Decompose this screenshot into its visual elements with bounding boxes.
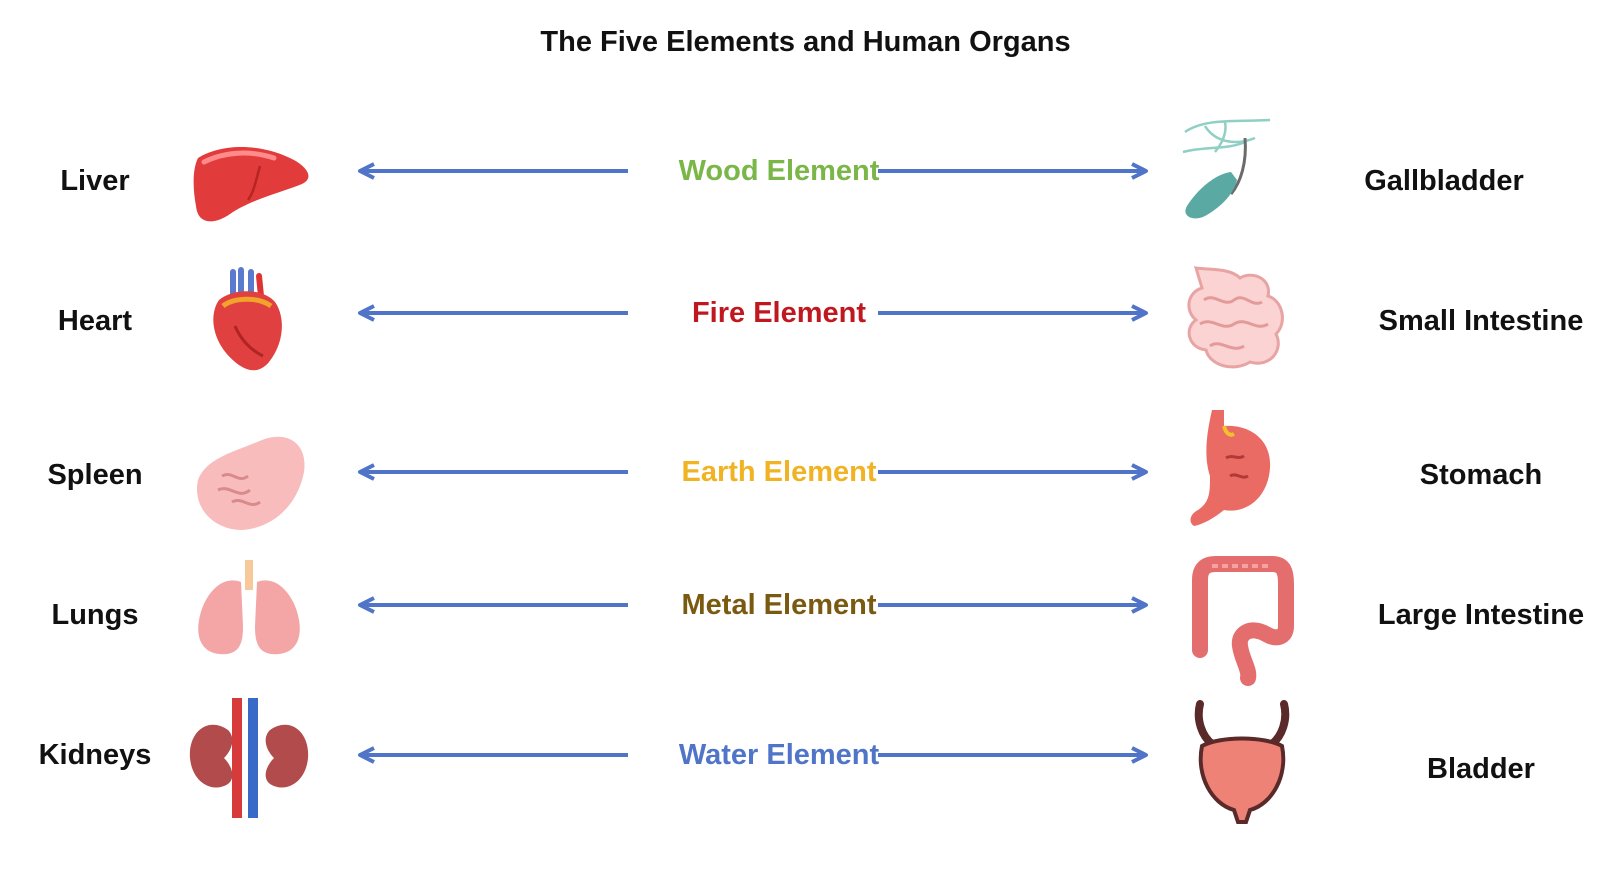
small-intestine-icon bbox=[1187, 266, 1284, 369]
heart-icon bbox=[213, 267, 282, 371]
yin-organ-label: Heart bbox=[57, 305, 133, 337]
arrow-to-yang-organ bbox=[878, 463, 1148, 481]
element-label-earth: Earth Element bbox=[681, 456, 877, 488]
element-label-wood: Wood Element bbox=[678, 155, 880, 187]
element-label-metal: Metal Element bbox=[681, 589, 877, 621]
arrow-to-yang-organ bbox=[878, 162, 1148, 180]
element-label-fire: Fire Element bbox=[691, 297, 867, 329]
yang-organ-label: Gallbladder bbox=[1364, 165, 1524, 197]
yang-organ-label: Bladder bbox=[1427, 753, 1535, 785]
element-row-metal: Lungs Metal Element Large Intestine bbox=[0, 546, 1611, 686]
stomach-icon bbox=[1190, 410, 1271, 526]
yin-organ-label: Spleen bbox=[47, 459, 143, 491]
arrow-to-yin-organ bbox=[358, 463, 628, 481]
arrow-to-yin-organ bbox=[358, 304, 628, 322]
arrow-to-yin-organ bbox=[358, 746, 628, 764]
yin-organ-label: Liver bbox=[60, 165, 130, 197]
element-row-water: Kidneys Water Element Bladder bbox=[0, 696, 1611, 826]
arrow-to-yang-organ bbox=[878, 746, 1148, 764]
element-row-fire: Heart Fire Element Small Intestine bbox=[0, 252, 1611, 382]
yang-organ-label: Stomach bbox=[1419, 459, 1543, 491]
bladder-icon bbox=[1194, 700, 1290, 824]
arrow-to-yin-organ bbox=[358, 596, 628, 614]
yang-organ-label: Large Intestine bbox=[1377, 599, 1585, 631]
gallbladder-icon bbox=[1182, 118, 1271, 219]
large-intestine-icon bbox=[1192, 556, 1294, 686]
liver-icon bbox=[193, 147, 309, 222]
yin-organ-label: Lungs bbox=[51, 599, 139, 631]
lungs-icon bbox=[198, 560, 300, 655]
element-label-water: Water Element bbox=[678, 739, 880, 771]
element-row-wood: Liver Wood Element Gallbladder bbox=[0, 112, 1611, 242]
arrow-to-yang-organ bbox=[878, 304, 1148, 322]
arrow-to-yang-organ bbox=[878, 596, 1148, 614]
element-row-earth: Spleen Earth Element Stomach bbox=[0, 406, 1611, 536]
spleen-icon bbox=[197, 436, 305, 530]
kidneys-icon bbox=[189, 698, 309, 818]
diagram-title: The Five Elements and Human Organs bbox=[540, 26, 1071, 58]
yin-organ-label: Kidneys bbox=[38, 739, 152, 771]
arrow-to-yin-organ bbox=[358, 162, 628, 180]
yang-organ-label: Small Intestine bbox=[1378, 305, 1584, 337]
